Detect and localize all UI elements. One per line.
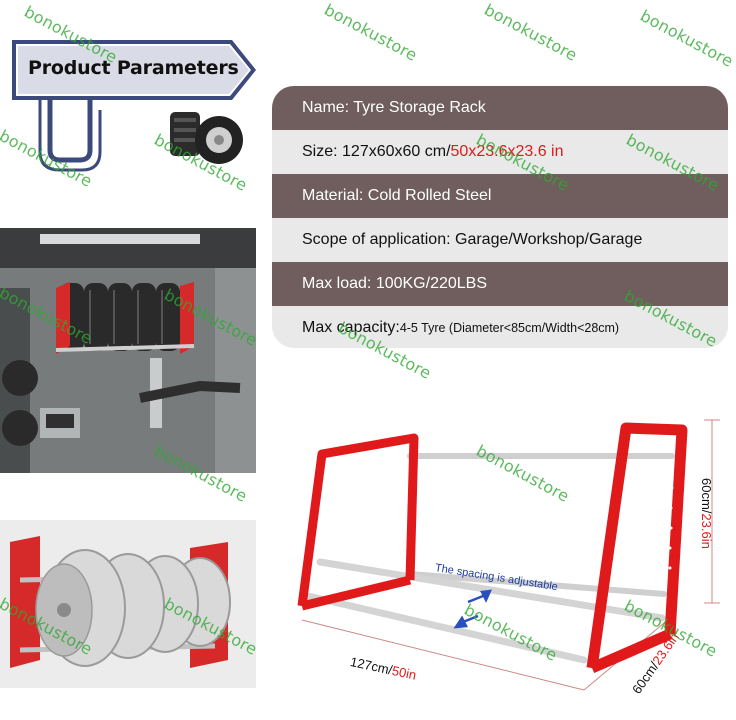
param-scope: Scope of application: Garage/Workshop/Ga… [302,231,643,248]
rims-rack-photo [0,520,256,688]
param-material-row: Material: Cold Rolled Steel [272,174,728,218]
adjust-arrows-icon [453,589,493,629]
product-parameters-badge: Product Parameters [0,0,270,215]
param-capacity-detail: 4-5 Tyre (Diameter<85cm/Width<28cm) [399,321,620,335]
param-size-row: Size: 127x60x60 cm/50x23.6x23.6 in [272,130,728,174]
height-in: 23.6in [699,513,714,549]
parameter-table: Name: Tyre Storage Rack Size: 127x60x60 … [272,86,728,348]
watermark-text: bonokustore [637,6,736,71]
badge-graphic [12,40,256,172]
param-capacity-label: Max capacity: [302,319,400,336]
param-capacity-row: Max capacity: 4-5 Tyre (Diameter<85cm/Wi… [272,306,728,348]
watermark-text: bonokustore [321,0,421,65]
param-material: Material: Cold Rolled Steel [302,187,492,204]
param-name: Name: Tyre Storage Rack [302,99,486,116]
watermark-text: bonokustore [481,0,581,65]
param-name-row: Name: Tyre Storage Rack [272,86,728,130]
param-max-load: Max load: 100KG/220LBS [302,275,488,292]
param-size-cm: Size: 127x60x60 cm/ [302,143,451,160]
param-scope-row: Scope of application: Garage/Workshop/Ga… [272,218,728,262]
tyre-stack-icon [170,112,243,164]
param-load-row: Max load: 100KG/220LBS [272,262,728,306]
page-title: Product Parameters [28,57,239,79]
height-dimension: 60cm/23.6in [699,478,714,549]
param-size-inch: 50x23.6x23.6 in [450,143,564,160]
height-cm: 60cm/ [699,478,714,514]
garage-rack-photo [0,228,256,473]
rack-dimension-diagram [262,398,736,715]
